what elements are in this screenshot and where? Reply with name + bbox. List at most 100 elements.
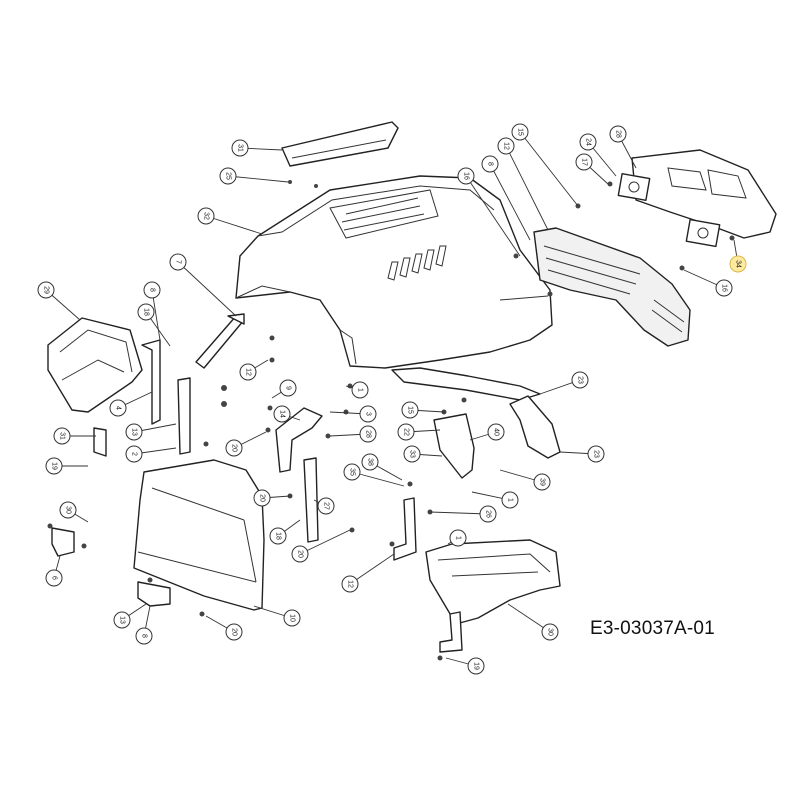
- callout-top-screw: 25: [219, 167, 237, 185]
- callout-number: 34: [735, 260, 742, 268]
- callout-number: 32: [203, 212, 210, 220]
- callout-l-bracket: 4: [109, 399, 127, 417]
- callout-hl1: 24: [579, 133, 597, 151]
- linkage-part: [275, 407, 475, 561]
- callout-number: 40: [493, 428, 500, 436]
- callout-hood-bracket: 7: [169, 253, 187, 271]
- c-dash3-leader: [505, 145, 549, 231]
- c-hood-leader: [205, 215, 263, 235]
- callout-circle: [609, 125, 627, 143]
- hood-bracket-part: [195, 313, 245, 369]
- callout-number: 2: [131, 452, 138, 456]
- callout-circle: [449, 529, 467, 547]
- callout-bumper: 34: [729, 255, 747, 273]
- callout-circle: [239, 363, 257, 381]
- callout-circle: [125, 445, 143, 463]
- callout-circle: [715, 279, 733, 297]
- callout-number: 30: [65, 506, 72, 514]
- callout-r-bolt: 15: [401, 401, 419, 419]
- callout-number: 20: [231, 444, 238, 452]
- callout-number: 23: [577, 376, 584, 384]
- callout-circle: [45, 457, 63, 475]
- callout-number: 33: [409, 450, 416, 458]
- callout-circle: [341, 575, 359, 593]
- dash-panel-part: [533, 227, 691, 347]
- callout-circle: [579, 133, 597, 151]
- c-brk5-leader: [351, 471, 405, 487]
- c-mid-screw-leader: [349, 553, 395, 585]
- callout-r-bar: 23: [571, 371, 589, 389]
- callout-circle: [231, 139, 249, 157]
- callout-number: 31: [237, 144, 244, 152]
- right-side-panel-part: [425, 539, 561, 653]
- callout-hl2: 28: [609, 125, 627, 143]
- callout-number: 26: [485, 510, 492, 518]
- callout-brk3: 14: [273, 405, 291, 423]
- callout-l-screw: 19: [45, 457, 63, 475]
- callout-number: 12: [347, 580, 354, 588]
- callout-right-panel: 30: [541, 623, 559, 641]
- callout-number: 10: [289, 614, 296, 622]
- callout-circle: [291, 545, 309, 563]
- callout-hood: 32: [197, 207, 215, 225]
- callout-dash: 16: [457, 167, 475, 185]
- callout-r-plate: 40: [487, 423, 505, 441]
- callout-circle: [457, 167, 475, 185]
- callout-circle: [283, 609, 301, 627]
- callout-mid-screw: 12: [341, 575, 359, 593]
- callout-l-hinge: 6: [45, 569, 63, 587]
- callout-dash3: 12: [497, 137, 515, 155]
- callout-l-washer: 30: [59, 501, 77, 519]
- callout-number: 27: [323, 502, 330, 510]
- callout-number: 7: [175, 260, 182, 264]
- callout-number: 39: [539, 478, 546, 486]
- callout-bottom-nut: 20: [225, 623, 243, 641]
- callout-circle: [317, 497, 335, 515]
- callout-number: 1: [507, 498, 514, 502]
- callout-number: 20: [231, 628, 238, 636]
- callout-circle: [403, 445, 421, 463]
- callout-number: 29: [43, 286, 50, 294]
- callout-circle: [575, 153, 593, 171]
- callout-circle: [533, 473, 551, 491]
- c-hood-bracket-leader: [177, 261, 237, 317]
- callout-circle: [501, 491, 519, 509]
- callout-r-pin: 39: [533, 473, 551, 491]
- callout-l-bolt1: 8: [143, 281, 161, 299]
- callout-number: 9: [285, 386, 292, 390]
- callout-circle: [113, 611, 131, 629]
- callout-number: 23: [593, 450, 600, 458]
- callout-number: 1: [357, 388, 364, 392]
- callout-number: 31: [59, 432, 66, 440]
- left-side-panel-part: [47, 317, 143, 413]
- front-grille-part: [133, 459, 265, 611]
- callout-circle: [359, 425, 377, 443]
- callout-circle: [279, 379, 297, 397]
- callout-number: 19: [473, 662, 480, 670]
- callout-number: 22: [403, 428, 410, 436]
- callout-mid-nut1: 12: [239, 363, 257, 381]
- callout-number: 35: [349, 468, 356, 476]
- callout-number: 24: [585, 138, 592, 146]
- c-mid-washer-leader: [299, 529, 351, 555]
- callout-circle: [467, 657, 485, 675]
- c-dash4-leader: [519, 131, 579, 207]
- hardware-group: [47, 180, 735, 661]
- hood-vents: [387, 245, 447, 281]
- callout-circle: [511, 123, 529, 141]
- callout-number: 18: [275, 532, 282, 540]
- callout-circle: [253, 489, 271, 507]
- callout-dash4: 15: [511, 123, 529, 141]
- callout-circle: [401, 401, 419, 419]
- callout-circle: [571, 371, 589, 389]
- callout-l-nut2: 2: [125, 445, 143, 463]
- callout-circle: [225, 439, 243, 457]
- callout-r-handle: 23: [587, 445, 605, 463]
- callout-number: 8: [141, 634, 148, 638]
- callout-number: 14: [279, 410, 286, 418]
- callout-number: 12: [245, 368, 252, 376]
- callout-circle: [497, 137, 515, 155]
- callout-brk5: 35: [343, 463, 361, 481]
